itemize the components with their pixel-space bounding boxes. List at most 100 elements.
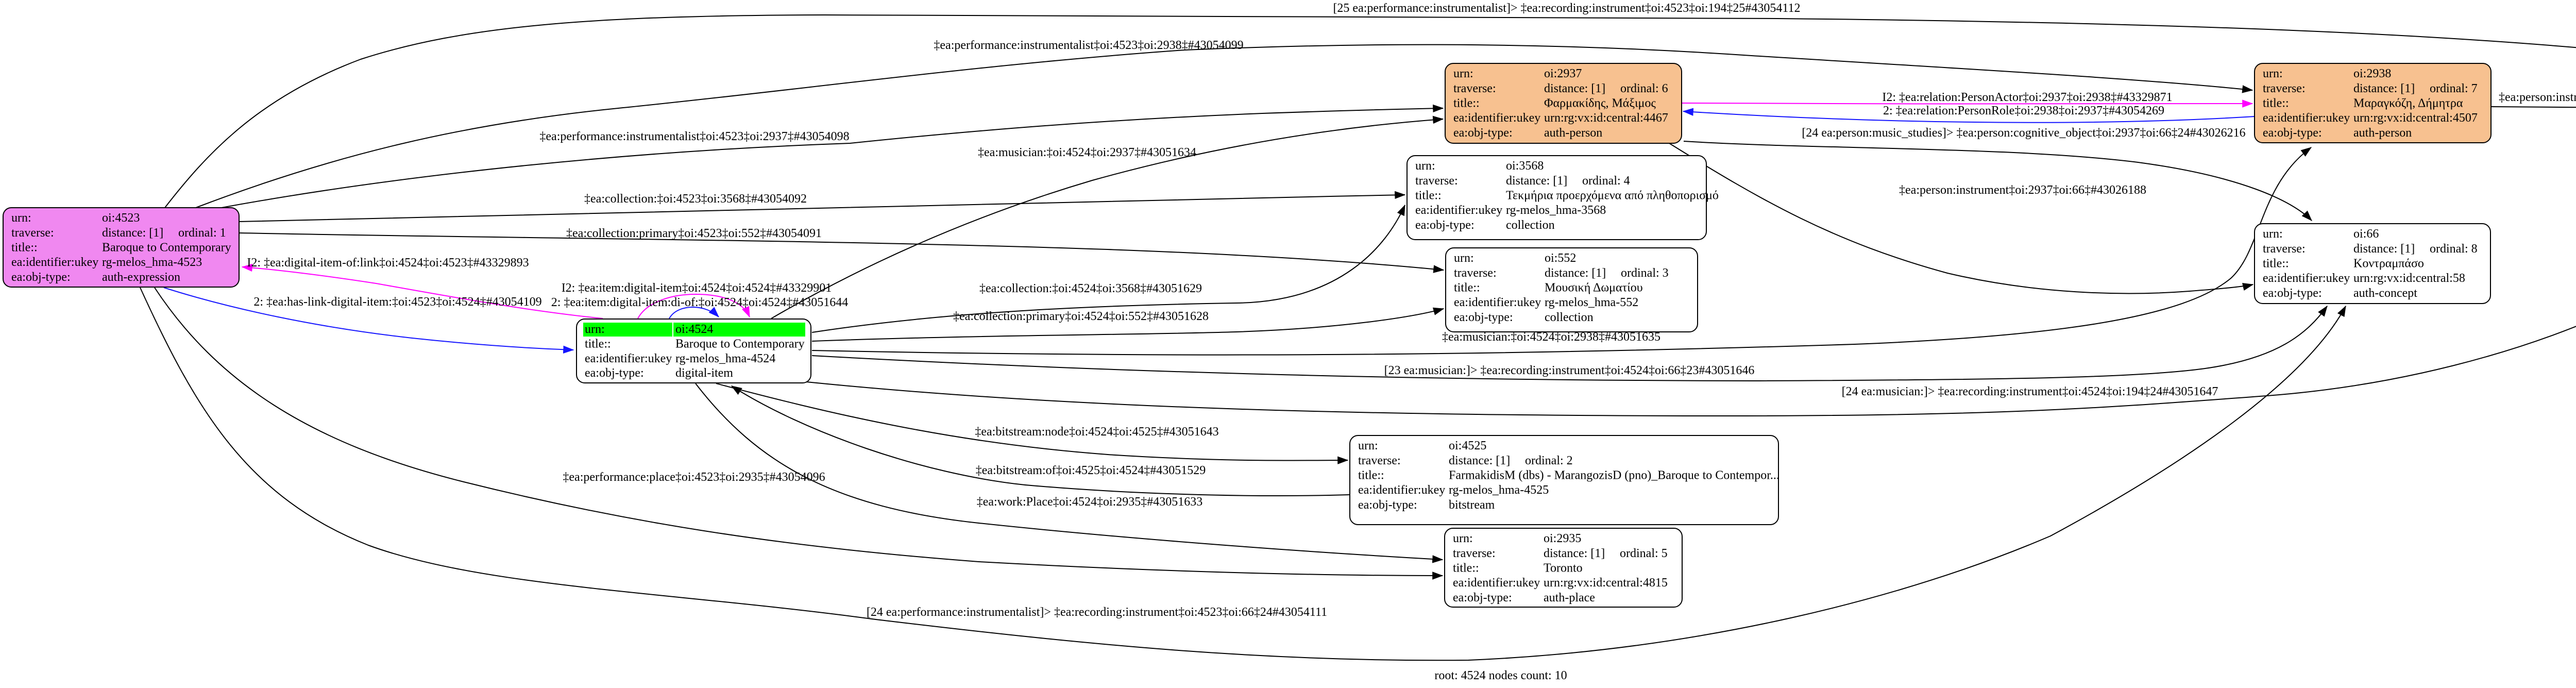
svg-text:ea:identifier:ukey: ea:identifier:ukey: [1415, 204, 1502, 217]
svg-text:title::: title::: [1453, 97, 1480, 110]
svg-text:ordinal: 4: ordinal: 4: [1582, 174, 1630, 188]
svg-text:urn:: urn:: [1415, 159, 1435, 173]
svg-text:2: ‡ea:relation:PersonRole‡oi:: 2: ‡ea:relation:PersonRole‡oi:2938‡oi:29…: [1883, 104, 2164, 118]
svg-text:ea:identifier:ukey: ea:identifier:ukey: [2263, 272, 2350, 285]
svg-text:ea:identifier:ukey: ea:identifier:ukey: [2263, 111, 2350, 125]
svg-text:urn:: urn:: [1454, 251, 1474, 265]
svg-text:root: 4524 nodes count: 10: root: 4524 nodes count: 10: [1434, 669, 1567, 682]
svg-text:ea:identifier:ukey: ea:identifier:ukey: [1358, 483, 1445, 497]
svg-text:distance: [1]: distance: [1]: [2353, 242, 2415, 256]
svg-text:Τεκμήρια προερχόμενα από πληθο: Τεκμήρια προερχόμενα από πληθοπορισμό: [1506, 189, 1719, 203]
svg-text:distance: [1]: distance: [1]: [1544, 547, 1605, 560]
svg-text:ea:identifier:ukey: ea:identifier:ukey: [11, 256, 98, 269]
svg-text:[24 ea:person:music_studies]>: [24 ea:person:music_studies]> ‡ea:person…: [1802, 126, 2245, 140]
svg-text:ea:obj-type:: ea:obj-type:: [1453, 126, 1513, 140]
svg-text:[23 ea:musician:]> ‡ea:recordi: [23 ea:musician:]> ‡ea:recording:instrum…: [1384, 364, 1755, 377]
svg-text:‡ea:performance:instrumentalis: ‡ea:performance:instrumentalist‡oi:4523‡…: [539, 130, 849, 143]
svg-text:Baroque to Contemporary: Baroque to Contemporary: [102, 241, 231, 255]
svg-text:ea:obj-type:: ea:obj-type:: [1453, 591, 1512, 605]
svg-text:urn:: urn:: [1358, 439, 1378, 452]
svg-text:title::: title::: [1415, 189, 1442, 203]
svg-text:ordinal: 2: ordinal: 2: [1525, 454, 1573, 467]
svg-text:oi:2937: oi:2937: [1544, 67, 1582, 80]
svg-text:‡ea:bitstream:node‡oi:4524‡oi:: ‡ea:bitstream:node‡oi:4524‡oi:4525‡#4305…: [975, 425, 1218, 439]
svg-text:Baroque to Contemporary: Baroque to Contemporary: [675, 337, 805, 350]
svg-text:oi:2935: oi:2935: [1544, 532, 1581, 545]
svg-text:I2: ‡ea:item:digital-item‡oi:4: I2: ‡ea:item:digital-item‡oi:4524‡oi:452…: [562, 281, 832, 295]
svg-text:title::: title::: [1358, 469, 1384, 482]
svg-text:ea:obj-type:: ea:obj-type:: [2263, 287, 2322, 300]
svg-text:‡ea:person:instrument‡oi:2938‡: ‡ea:person:instrument‡oi:2938‡oi:194‡#43…: [2499, 91, 2576, 104]
svg-text:‡ea:bitstream:of‡oi:4525‡oi:45: ‡ea:bitstream:of‡oi:4525‡oi:4524‡#430515…: [976, 464, 1206, 477]
svg-text:‡ea:collection:primary‡oi:4523: ‡ea:collection:primary‡oi:4523‡oi:552‡#4…: [566, 227, 822, 240]
svg-text:title::: title::: [2263, 257, 2289, 271]
svg-text:collection: collection: [1506, 219, 1555, 232]
svg-text:traverse:: traverse:: [2263, 82, 2306, 95]
svg-text:‡ea:performance:place‡oi:4523‡: ‡ea:performance:place‡oi:4523‡oi:2935‡#4…: [563, 471, 825, 484]
svg-text:oi:552: oi:552: [1545, 251, 1576, 265]
svg-text:title::: title::: [585, 337, 611, 350]
svg-text:ordinal: 6: ordinal: 6: [1620, 82, 1668, 95]
svg-text:ea:obj-type:: ea:obj-type:: [11, 271, 71, 284]
svg-text:‡ea:work:Place‡oi:4524‡oi:2935: ‡ea:work:Place‡oi:4524‡oi:2935‡#43051633: [977, 495, 1203, 509]
svg-text:2: ‡ea:item:digital-item:di-of: 2: ‡ea:item:digital-item:di-of:‡oi:4524‡…: [551, 296, 849, 309]
svg-text:rg-melos_hma-3568: rg-melos_hma-3568: [1506, 204, 1606, 217]
svg-text:‡ea:collection:‡oi:4524‡oi:356: ‡ea:collection:‡oi:4524‡oi:3568‡#4305162…: [979, 282, 1202, 295]
svg-text:ea:identifier:ukey: ea:identifier:ukey: [585, 352, 672, 365]
svg-text:title::: title::: [1454, 281, 1480, 295]
svg-text:2: ‡ea:has-link-digital-item:‡: 2: ‡ea:has-link-digital-item:‡oi:4523‡oi…: [253, 295, 541, 309]
svg-text:[24 ea:performance:instrumenta: [24 ea:performance:instrumentalist]> ‡ea…: [867, 606, 1327, 619]
svg-text:urn:rg:vx:id:central:4467: urn:rg:vx:id:central:4467: [1544, 111, 1668, 125]
svg-text:distance: [1]: distance: [1]: [2353, 82, 2415, 95]
svg-text:rg-melos_hma-4525: rg-melos_hma-4525: [1449, 483, 1549, 497]
svg-text:ordinal: 8: ordinal: 8: [2430, 242, 2478, 256]
svg-text:[25 ea:performance:instrumenta: [25 ea:performance:instrumentalist]> ‡ea…: [1333, 2, 1800, 15]
svg-text:title::: title::: [2263, 97, 2289, 110]
svg-text:urn:: urn:: [585, 323, 605, 336]
svg-text:ea:identifier:ukey: ea:identifier:ukey: [1453, 576, 1540, 590]
svg-text:auth-person: auth-person: [2353, 126, 2412, 140]
svg-text:oi:4525: oi:4525: [1449, 439, 1486, 452]
svg-text:bitstream: bitstream: [1449, 498, 1495, 512]
svg-text:distance: [1]: distance: [1]: [1544, 82, 1605, 95]
svg-text:oi:2938: oi:2938: [2353, 67, 2391, 80]
svg-text:ea:obj-type:: ea:obj-type:: [1454, 311, 1513, 324]
svg-text:oi:4524: oi:4524: [675, 323, 713, 336]
svg-text:urn:: urn:: [11, 211, 31, 225]
svg-text:Μαραγκόζη, Δήμητρα: Μαραγκόζη, Δήμητρα: [2353, 97, 2463, 110]
svg-text:title::: title::: [1453, 562, 1479, 575]
svg-text:Toronto: Toronto: [1544, 562, 1583, 575]
svg-text:ea:obj-type:: ea:obj-type:: [1358, 498, 1417, 512]
svg-text:traverse:: traverse:: [1454, 266, 1497, 280]
svg-text:urn:: urn:: [2263, 227, 2283, 241]
svg-text:urn:rg:vx:id:central:4815: urn:rg:vx:id:central:4815: [1544, 576, 1668, 590]
svg-text:auth-concept: auth-concept: [2353, 287, 2417, 300]
svg-text:‡ea:musician:‡oi:4524‡oi:2937‡: ‡ea:musician:‡oi:4524‡oi:2937‡#43051634: [978, 146, 1196, 159]
svg-text:distance: [1]: distance: [1]: [1545, 266, 1606, 280]
svg-text:distance: [1]: distance: [1]: [102, 226, 163, 240]
svg-text:traverse:: traverse:: [1453, 82, 1496, 95]
svg-text:ordinal: 1: ordinal: 1: [178, 226, 226, 240]
svg-text:distance: [1]: distance: [1]: [1449, 454, 1510, 467]
svg-text:ea:obj-type:: ea:obj-type:: [585, 366, 644, 380]
svg-text:ea:identifier:ukey: ea:identifier:ukey: [1454, 296, 1541, 309]
svg-text:‡ea:collection:primary‡oi:4524: ‡ea:collection:primary‡oi:4524‡oi:552‡#4…: [953, 310, 1209, 323]
svg-text:collection: collection: [1545, 311, 1594, 324]
svg-text:oi:66: oi:66: [2353, 227, 2379, 241]
svg-text:rg-melos_hma-4524: rg-melos_hma-4524: [675, 352, 775, 365]
svg-text:FarmakidisM (dbs) - Marangozis: FarmakidisM (dbs) - MarangozisD (pno)_Ba…: [1449, 469, 1780, 482]
svg-text:urn:: urn:: [2263, 67, 2283, 80]
svg-text:Μουσική Δωματίου: Μουσική Δωματίου: [1545, 281, 1643, 295]
svg-text:‡ea:musician:‡oi:4524‡oi:2938‡: ‡ea:musician:‡oi:4524‡oi:2938‡#43051635: [1442, 330, 1660, 344]
svg-text:ea:obj-type:: ea:obj-type:: [1415, 219, 1475, 232]
svg-text:auth-place: auth-place: [1544, 591, 1595, 605]
svg-text:auth-expression: auth-expression: [102, 271, 180, 284]
svg-text:I2: ‡ea:digital-item-of:link‡o: I2: ‡ea:digital-item-of:link‡oi:4524‡oi:…: [247, 256, 529, 270]
svg-text:title::: title::: [11, 241, 38, 255]
svg-text:oi:3568: oi:3568: [1506, 159, 1544, 173]
svg-text:ordinal: 5: ordinal: 5: [1620, 547, 1668, 560]
svg-text:traverse:: traverse:: [1358, 454, 1401, 467]
svg-text:traverse:: traverse:: [2263, 242, 2306, 256]
svg-text:‡ea:performance:instrumentalis: ‡ea:performance:instrumentalist‡oi:4523‡…: [934, 39, 1243, 52]
svg-text:ea:obj-type:: ea:obj-type:: [2263, 126, 2322, 140]
